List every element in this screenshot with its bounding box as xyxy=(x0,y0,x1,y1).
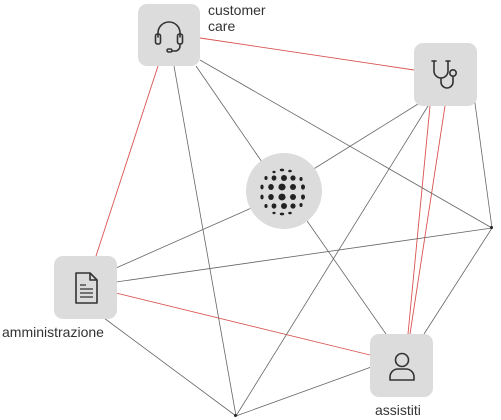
link-professionisti-assistiti-a xyxy=(407,105,431,335)
link-hub-assistiti xyxy=(304,217,387,335)
link-professionisti-rightdot xyxy=(473,95,493,229)
headset-icon xyxy=(154,21,184,53)
stethoscope-icon xyxy=(430,59,457,89)
assistiti-label: assistiti xyxy=(375,402,421,418)
professionisti-node[interactable] xyxy=(414,43,477,106)
junction-dot-right xyxy=(490,226,493,229)
assistiti-node[interactable] xyxy=(370,334,433,397)
customer-care-label-line2: care xyxy=(208,18,236,34)
central-hub-node[interactable] xyxy=(246,153,322,229)
link-assistiti-rightdot xyxy=(423,227,493,335)
user-icon xyxy=(388,352,415,381)
link-professionisti-assistiti-b xyxy=(409,105,446,335)
link-customer-rightdot xyxy=(199,59,493,229)
link-customer-professionisti xyxy=(199,37,415,71)
customer-care-label: customer care xyxy=(208,2,266,34)
amministrazione-label: amministrazione xyxy=(2,324,104,340)
dotted-sphere-icon xyxy=(260,168,305,216)
link-customer-amministrazione xyxy=(95,65,159,257)
link-amministrazione-rightdot xyxy=(115,227,493,283)
customer-care-node[interactable] xyxy=(138,4,200,66)
link-professionisti-hub xyxy=(311,103,419,171)
customer-care-label-line1: customer xyxy=(208,2,266,18)
link-customer-hub xyxy=(195,65,263,163)
document-icon xyxy=(74,271,98,304)
amministrazione-node[interactable] xyxy=(54,256,117,319)
link-customer-bottomdot xyxy=(173,65,237,417)
link-amministrazione-assistiti xyxy=(115,292,371,356)
link-amministrazione-hub xyxy=(115,205,257,269)
link-amministrazione-bottomdot xyxy=(103,317,237,417)
junction-dot-bottom xyxy=(234,414,237,417)
link-professionisti-bottomdot xyxy=(235,105,429,417)
link-assistiti-bottomdot xyxy=(235,365,375,417)
